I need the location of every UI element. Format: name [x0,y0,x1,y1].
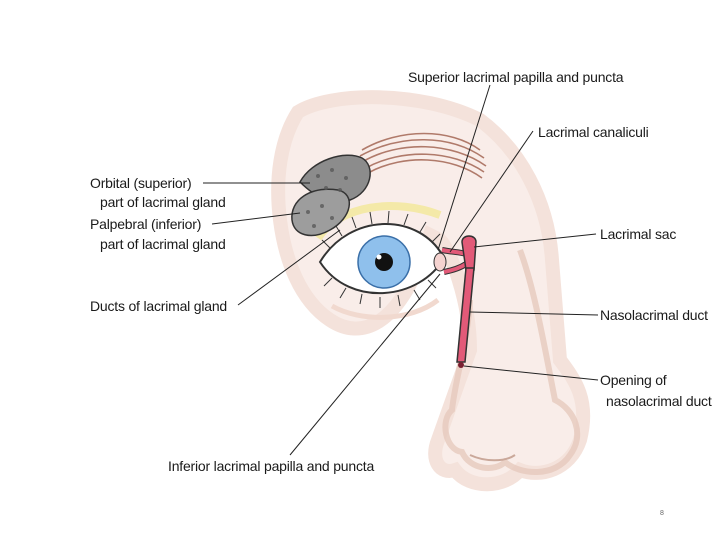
label-lacrimal-canaliculi: Lacrimal canaliculi [538,124,649,140]
leader-palpebral [211,212,301,225]
leader-opening [463,365,599,381]
label-inferior-lacrimal-papilla: Inferior lacrimal papilla and puncta [168,458,375,474]
nasolacrimal-duct-shape [456,267,475,363]
leader-lacrimal-sac [473,233,597,248]
eye [318,210,447,320]
palpebral-part-lacrimal-gland [291,188,351,237]
label-nasolacrimal-duct: Nasolacrimal duct [600,307,708,323]
leader-canaliculi [449,130,534,253]
nostril [469,454,516,462]
lacrimal-gland [291,154,371,237]
eyebrow [359,132,487,179]
label-lacrimal-sac: Lacrimal sac [600,226,677,242]
nose-outline [442,248,581,475]
leader-lines [203,84,599,456]
nasolacrimal-opening [458,362,464,368]
lacrimal-sac-shape [461,235,477,271]
label-opening-line1: Opening of [600,372,667,388]
leader-superior-papilla [437,84,491,251]
label-opening-line2: nasolacrimal duct [606,393,712,409]
label-palpebral-line1: Palpebral (inferior) [90,216,202,232]
label-orbital-line1: Orbital (superior) [90,175,192,191]
label-palpebral-line2: part of lacrimal gland [100,236,226,252]
leader-nasolacrimal-duct [469,311,599,316]
lacrimal-caruncle [433,252,447,272]
leader-ducts [237,229,341,306]
lacrimal-drainage [441,235,477,368]
label-ducts-lacrimal-gland: Ducts of lacrimal gland [90,298,228,314]
leader-inferior-papilla [289,273,441,456]
page-number: 8 [660,510,664,517]
label-orbital-line2: part of lacrimal gland [100,194,226,210]
eye-highlight [376,254,382,260]
label-superior-lacrimal-papilla: Superior lacrimal papilla and puncta [408,69,624,85]
